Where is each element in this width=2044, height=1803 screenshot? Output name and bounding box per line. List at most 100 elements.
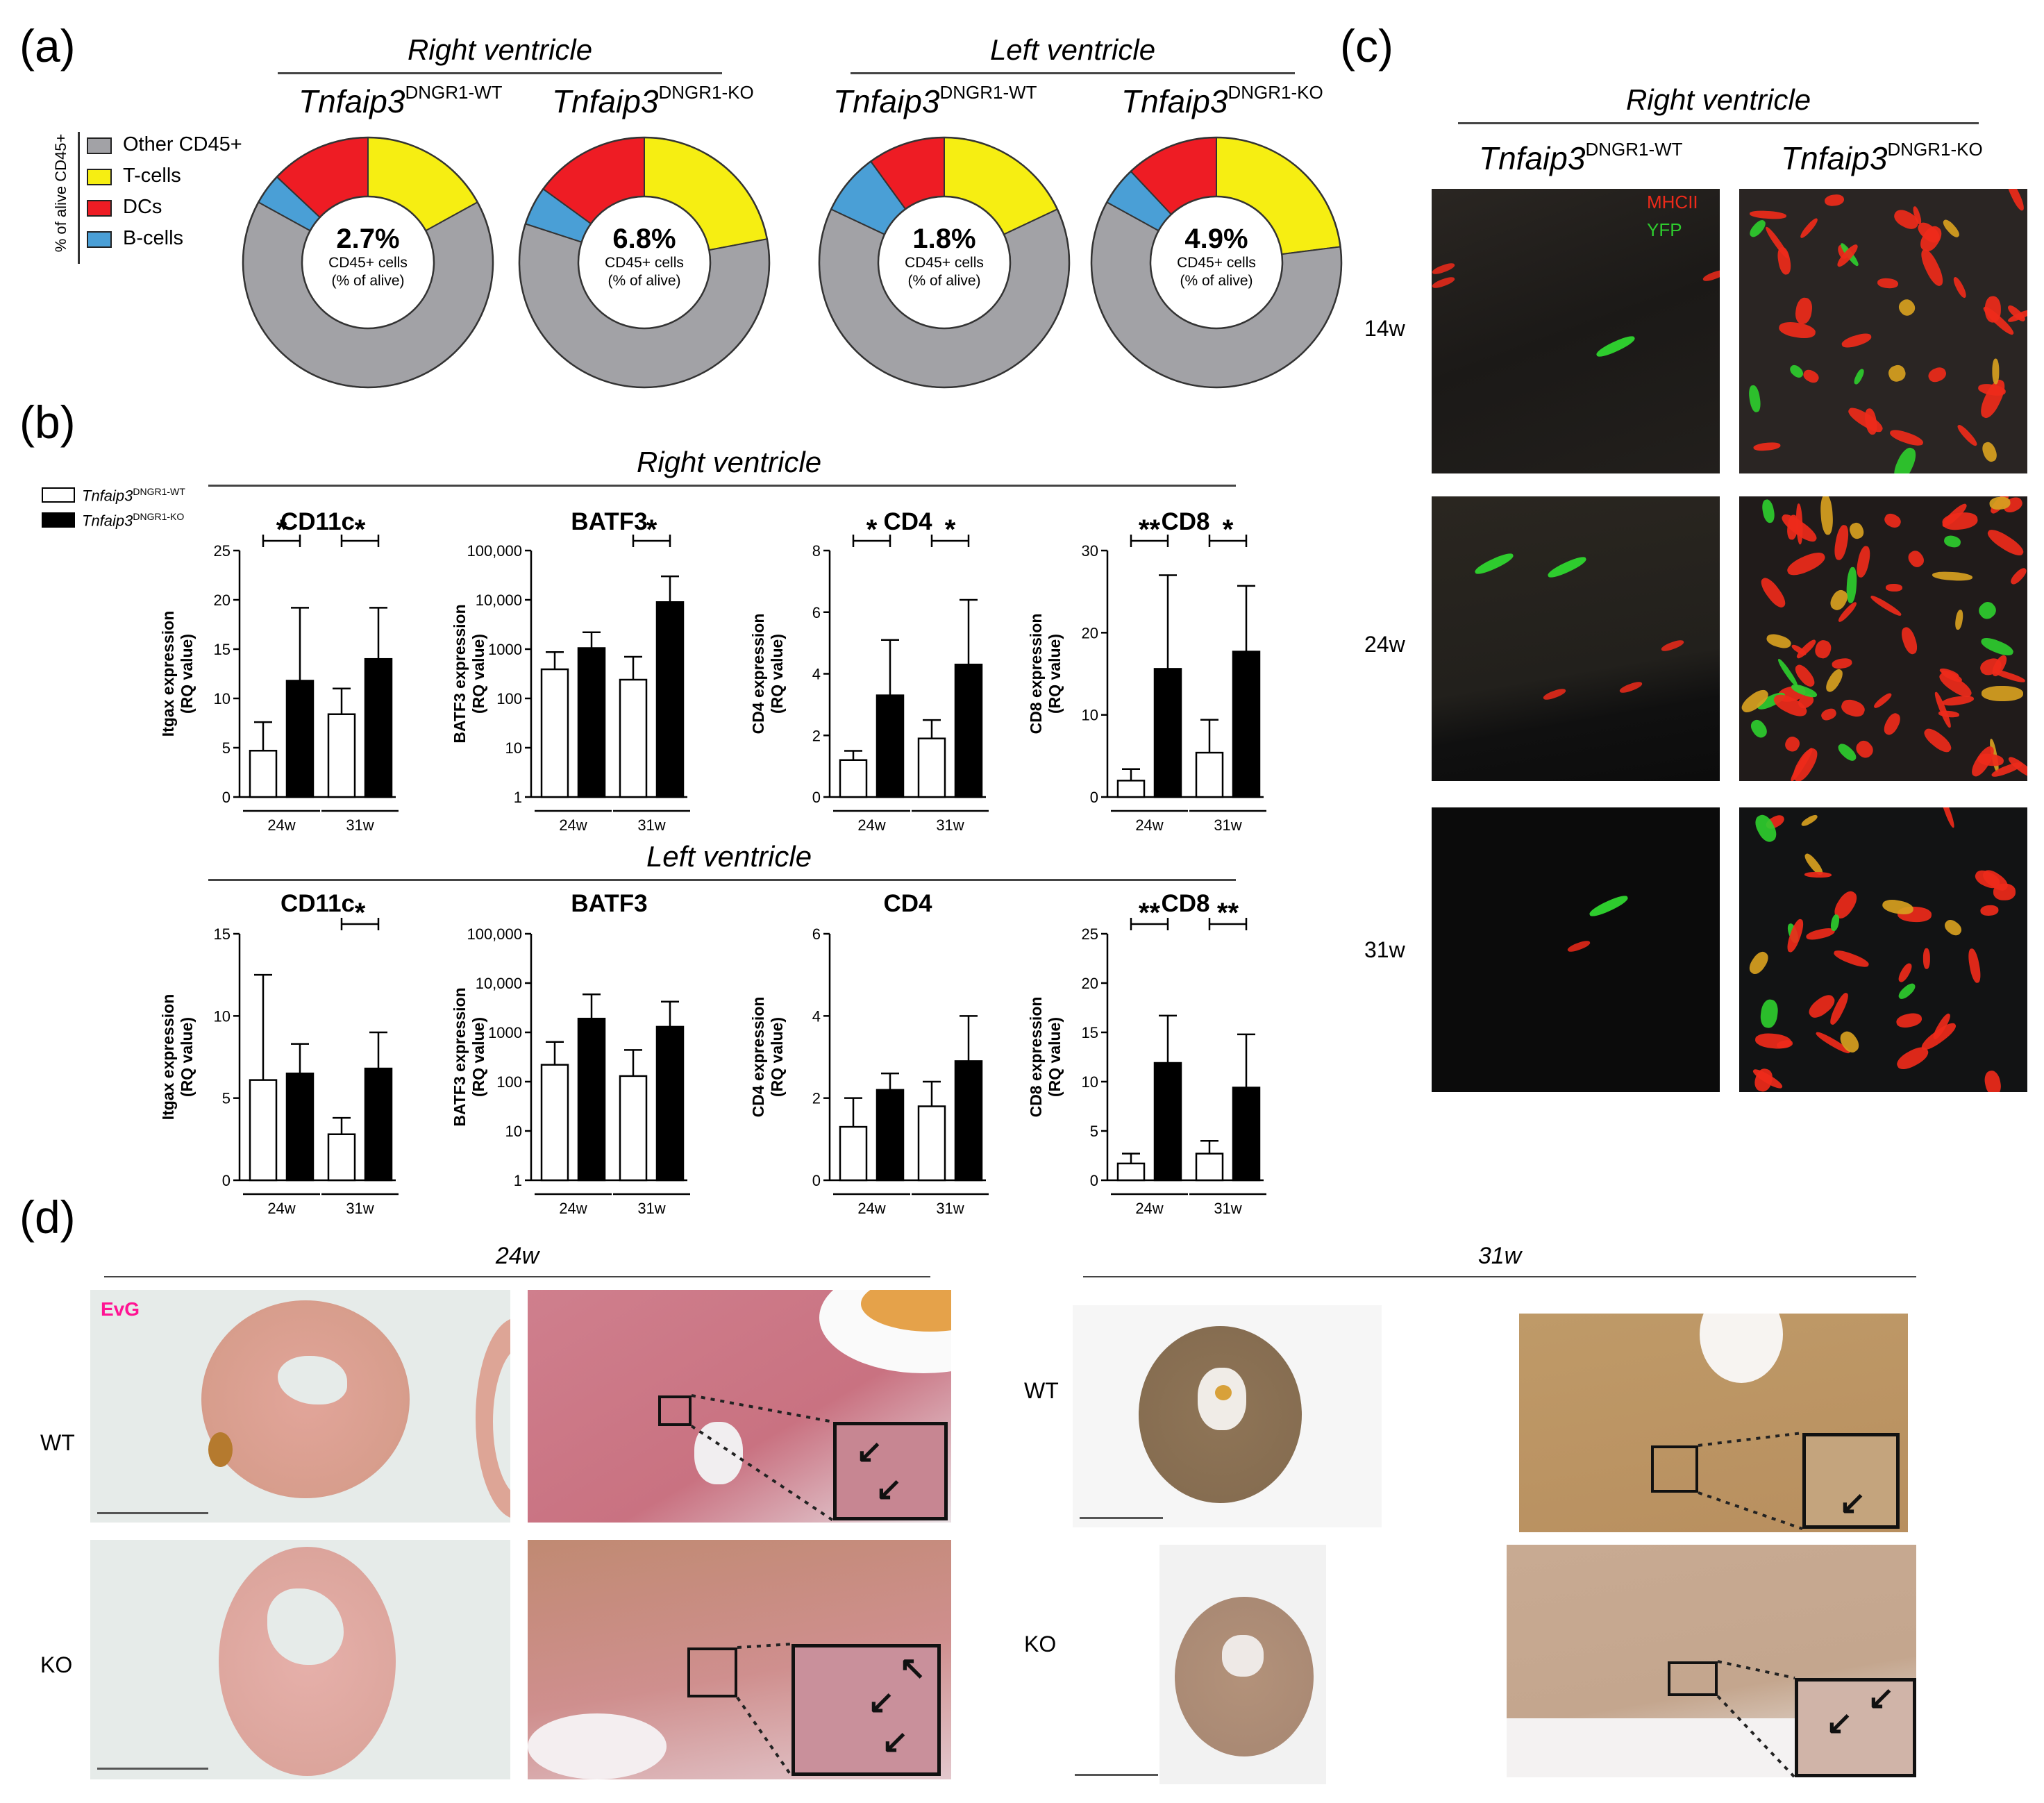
sig-marker: * <box>866 514 878 545</box>
bar <box>540 668 569 798</box>
y-tick-label: 10 <box>214 1007 231 1025</box>
bar <box>655 1025 685 1182</box>
y-axis-label: CD8 expression <box>1027 997 1045 1118</box>
x-tick-label: 24w <box>857 816 885 834</box>
donut-center-label: 4.9%CD45+ cells(% of alive) <box>1177 224 1256 289</box>
bar-legend: Tnfaip3DNGR1-WT Tnfaip3DNGR1-KO <box>42 486 250 535</box>
chart-title: CD4 <box>883 890 932 917</box>
arrow-icon: ↙ <box>856 1433 883 1469</box>
donut-hole <box>301 195 435 330</box>
y-tick-label: 1000 <box>488 641 522 658</box>
y-tick-label: 100 <box>496 690 522 707</box>
zoom-inset: ↙ ↙ <box>1795 1678 1916 1777</box>
y-tick-label: 10 <box>1082 707 1098 724</box>
x-tick-label: 31w <box>1214 816 1241 834</box>
bar <box>364 1067 393 1182</box>
legend-swatch-dcs <box>87 200 112 217</box>
micrograph-c-wt-24w <box>1432 496 1720 781</box>
y-tick-label: 100 <box>496 1073 522 1091</box>
y-axis-label-units: (RQ value) <box>469 1017 487 1097</box>
row-label: WT <box>1024 1378 1059 1403</box>
genotype-label: Tnfaip3DNGR1-WT <box>1479 139 1683 176</box>
zoom-inset: ↖ ↙ ↙ <box>791 1644 941 1776</box>
arrow-icon: ↖ <box>899 1650 926 1686</box>
connector-line <box>1716 1695 1796 1779</box>
y-tick-label: 2 <box>812 727 821 744</box>
y-axis-label: BATF3 expression <box>451 987 469 1126</box>
row-label: 24w <box>1364 632 1405 657</box>
y-tick-label: 0 <box>222 789 231 806</box>
legend-swatch-ko <box>42 512 75 528</box>
donut-outline <box>818 136 1071 389</box>
x-tick-label: 24w <box>1135 1200 1163 1217</box>
panel-b-rule-lv <box>208 879 1236 881</box>
bar <box>249 1079 278 1182</box>
arrow-icon: ↙ <box>1826 1704 1853 1741</box>
y-tick-label: 1 <box>514 789 522 806</box>
y-tick-label: 10 <box>505 739 522 757</box>
timepoint-header-24w: 24w <box>495 1243 539 1269</box>
zoom-region-box <box>1668 1661 1718 1696</box>
bar <box>1195 751 1224 798</box>
panel-b-rule-rv <box>208 485 1236 487</box>
y-axis-label: CD4 expression <box>749 997 767 1118</box>
bar <box>364 657 393 798</box>
y-tick-label: 1 <box>514 1172 522 1189</box>
timepoint-header-31w: 31w <box>1477 1243 1522 1269</box>
y-axis-label: Itgax expression <box>159 611 177 737</box>
panel-a-header-rv: Right ventricle <box>407 33 593 66</box>
scale-bar <box>97 1512 208 1514</box>
x-tick-label: 31w <box>637 1200 665 1217</box>
sig-marker: ** <box>1217 898 1239 928</box>
connector-line <box>737 1643 792 1649</box>
y-tick-label: 30 <box>1082 542 1098 560</box>
zoom-region-box <box>1651 1445 1698 1493</box>
y-tick-label: 0 <box>812 789 821 806</box>
donut-outline <box>242 136 494 389</box>
x-tick-label: 31w <box>637 816 665 834</box>
y-tick-label: 10 <box>214 690 231 707</box>
y-tick-label: 4 <box>812 1007 821 1025</box>
donut-hole <box>577 195 712 330</box>
micrograph-c-ko-24w <box>1739 496 2027 781</box>
panel-a-header-lv: Left ventricle <box>989 33 1156 66</box>
bar <box>954 663 983 798</box>
bar <box>619 1075 648 1182</box>
bar <box>876 1089 905 1182</box>
y-tick-label: 100,000 <box>467 925 522 943</box>
arrow-icon: ↙ <box>868 1684 895 1720</box>
bar <box>655 601 685 798</box>
legend-swatch-other <box>87 137 112 154</box>
bar <box>954 1060 983 1182</box>
donut-center-label: 2.7%CD45+ cells(% of alive) <box>328 224 408 289</box>
bar <box>577 1017 606 1182</box>
donut-hole <box>877 195 1012 330</box>
y-tick-label: 100,000 <box>467 542 522 560</box>
connector-line <box>1698 1491 1803 1530</box>
legend-label: T-cells <box>123 165 181 187</box>
chart-title: BATF3 <box>571 890 647 917</box>
y-tick-label: 25 <box>1082 925 1098 943</box>
x-tick-label: 31w <box>936 1200 964 1217</box>
y-tick-label: 10,000 <box>476 592 522 609</box>
y-axis-label-units: (RQ value) <box>768 1017 786 1097</box>
sig-marker: * <box>945 514 956 545</box>
bar <box>917 1105 946 1182</box>
donut-center-label: 1.8%CD45+ cells(% of alive) <box>905 224 984 289</box>
sig-marker: * <box>355 898 366 928</box>
donut-legend-bracket <box>78 132 80 264</box>
y-axis-label-units: (RQ value) <box>178 1017 196 1097</box>
panel-d-rule-31w <box>1083 1276 1916 1277</box>
histology-24w-ko-overview <box>90 1540 510 1779</box>
y-tick-label: 2 <box>812 1090 821 1107</box>
channel-label-yfp: YFP <box>1647 219 1682 240</box>
zoom-inset: ↙ ↙ <box>833 1422 948 1520</box>
arrow-icon: ↙ <box>1868 1679 1895 1716</box>
sig-marker: * <box>355 514 366 545</box>
y-tick-label: 15 <box>214 925 231 943</box>
panel-label-a: (a) <box>19 20 76 72</box>
panel-d-rule-24w <box>104 1276 930 1277</box>
